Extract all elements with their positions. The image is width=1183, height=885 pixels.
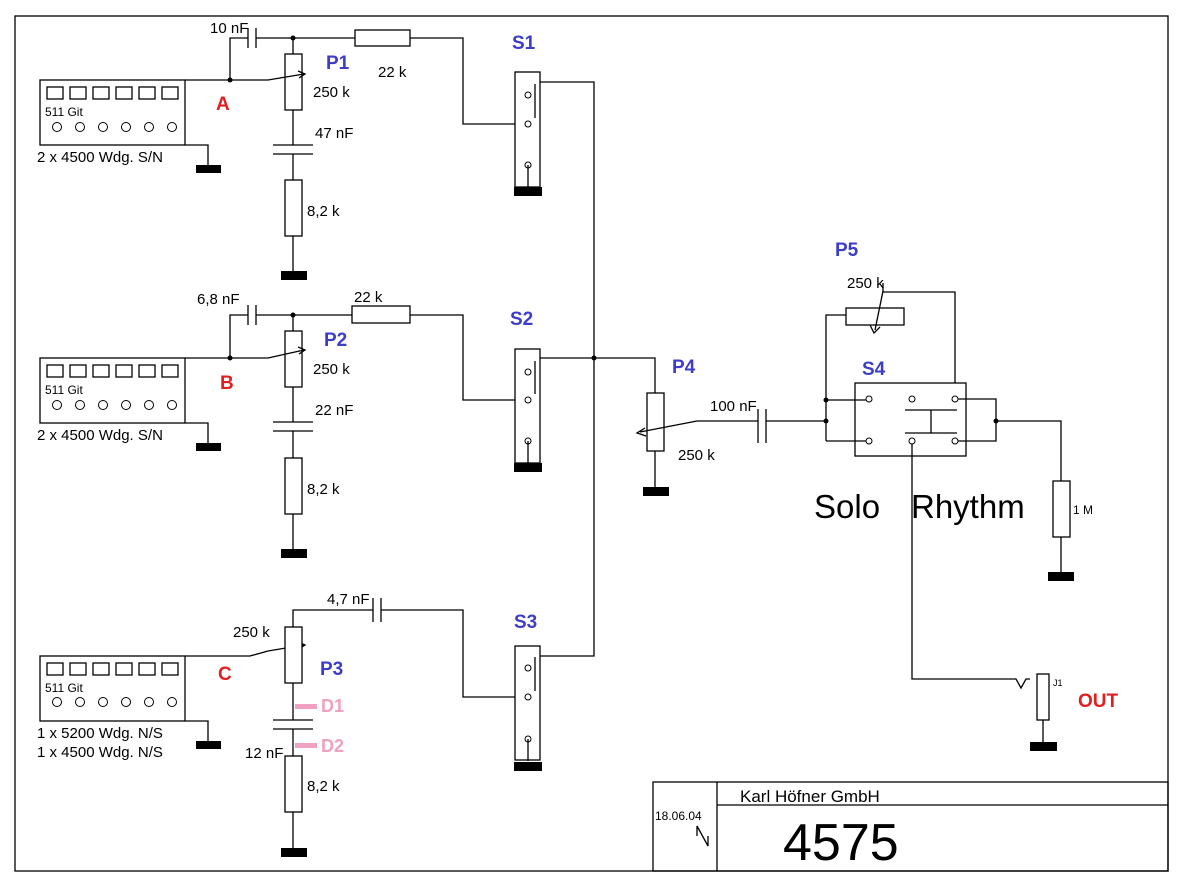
resistor-r5 — [284, 755, 303, 813]
resistor-r4 — [284, 457, 303, 515]
diode-d2-marker — [295, 743, 317, 748]
resistor-r5-label: 8,2 k — [307, 778, 340, 795]
cap-c6-label: 12 nF — [245, 745, 283, 762]
pot-p5-name: P5 — [835, 240, 859, 261]
pickup-letter-c: C — [218, 664, 232, 685]
pickup-letter-a: A — [216, 94, 230, 115]
pickup-c: 511 Git 1 x 5200 Wdg. N/S 1 x 4500 Wdg. … — [37, 655, 186, 761]
pot-p2-value: 250 k — [313, 361, 350, 378]
output-jack — [1036, 673, 1050, 721]
cap-c1-label: 10 nF — [210, 20, 248, 37]
pot-p1-name: P1 — [326, 53, 350, 74]
resistor-r6 — [1052, 480, 1071, 538]
diode-d2-label: D2 — [321, 736, 344, 756]
switch-s3-label: S3 — [514, 612, 537, 633]
pickup-winding-label: 2 x 4500 Wdg. S/N — [37, 427, 163, 444]
switch-s1 — [514, 71, 541, 188]
diode-d1-marker — [295, 704, 317, 709]
cap-c5-label: 4,7 nF — [327, 591, 370, 608]
switch-s4 — [854, 382, 967, 457]
cap-c4-label: 22 nF — [315, 402, 353, 419]
pickup-b: 511 Git 2 x 4500 Wdg. S/N — [37, 357, 186, 444]
resistor-r3-label: 22 k — [354, 289, 383, 306]
cap-c3-label: 6,8 nF — [197, 291, 240, 308]
jack-ref-label: J1 — [1053, 678, 1063, 688]
resistor-r4-label: 8,2 k — [307, 481, 340, 498]
pot-p5-value: 250 k — [847, 275, 884, 292]
pickup-winding-label: 2 x 4500 Wdg. S/N — [37, 149, 163, 166]
pot-p5 — [845, 307, 905, 326]
title-date: 18.06.04 — [655, 809, 702, 823]
pickup-model-label: 511 Git — [45, 383, 83, 397]
pickup-model-label: 511 Git — [45, 681, 83, 695]
pot-p4-name: P4 — [672, 357, 696, 378]
pickup-winding-label: 1 x 5200 Wdg. N/S — [37, 725, 163, 742]
pot-p4 — [646, 392, 665, 452]
title-block — [652, 781, 1169, 872]
resistor-r2-label: 8,2 k — [307, 203, 340, 220]
switch-s3 — [514, 645, 541, 761]
pot-p2 — [284, 330, 303, 388]
pot-p1 — [284, 53, 303, 111]
diode-d1-label: D1 — [321, 696, 344, 716]
cap-c2-label: 47 nF — [315, 125, 353, 142]
title-company: Karl Höfner GmbH — [740, 787, 880, 806]
pot-p3 — [284, 626, 303, 684]
resistor-r2 — [284, 179, 303, 237]
pot-p3-name: P3 — [320, 659, 343, 680]
title-number: 4575 — [783, 814, 899, 872]
cap-c7-label: 100 nF — [710, 398, 757, 415]
pot-p4-value: 250 k — [678, 447, 715, 464]
pickup-model-label: 511 Git — [45, 105, 83, 119]
pot-p1-value: 250 k — [313, 84, 350, 101]
pickup-winding-label-2: 1 x 4500 Wdg. N/S — [37, 744, 163, 761]
switch-s1-label: S1 — [512, 33, 536, 54]
drawing-border — [14, 15, 1169, 872]
mode-solo-label: Solo — [814, 488, 880, 525]
resistor-r6-label: 1 M — [1073, 503, 1093, 517]
pot-p3-value: 250 k — [233, 624, 270, 641]
switch-s4-label: S4 — [862, 359, 886, 380]
output-label: OUT — [1078, 691, 1119, 712]
resistor-r1 — [354, 29, 411, 47]
mode-rhythm-label: Rhythm — [911, 488, 1025, 525]
resistor-r3 — [351, 305, 411, 324]
switch-s2 — [514, 348, 541, 464]
resistor-r1-label: 22 k — [378, 64, 407, 81]
pot-p2-name: P2 — [324, 330, 347, 351]
pickup-letter-b: B — [220, 373, 234, 394]
switch-s2-label: S2 — [510, 309, 533, 330]
pickup-a: 511 Git 2 x 4500 Wdg. S/N — [37, 79, 186, 166]
